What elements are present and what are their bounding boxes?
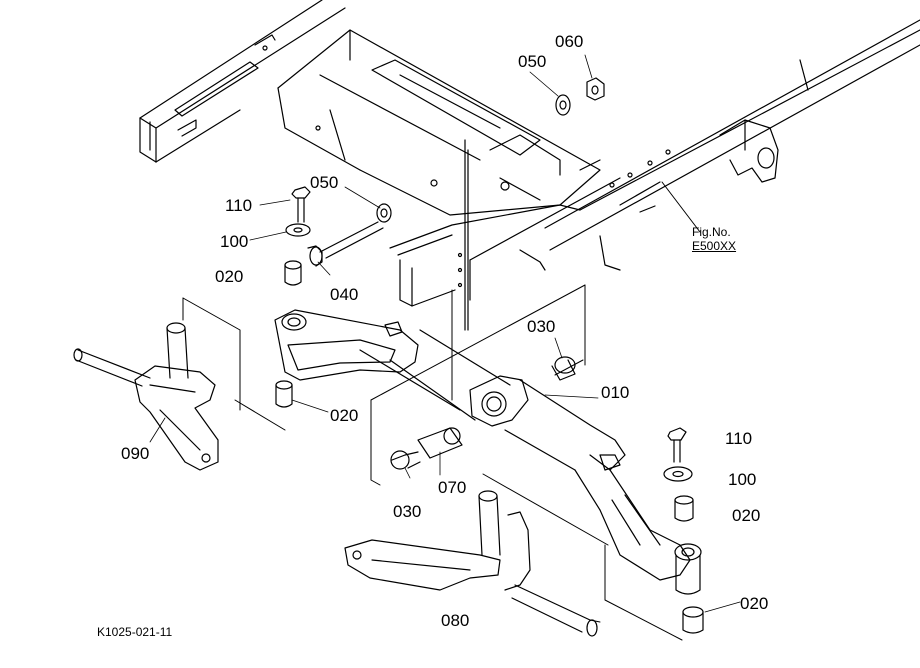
label-020-lower-left: 020 [330, 406, 359, 425]
callout-frames [183, 285, 682, 640]
label-010: 010 [601, 383, 630, 402]
fig-reference-label: Fig.No. [692, 225, 731, 239]
label-070: 070 [438, 478, 467, 497]
left-frame-rail [140, 0, 345, 162]
label-080: 080 [441, 611, 470, 630]
label-100-right: 100 [728, 470, 757, 489]
label-020-upper-left: 020 [215, 267, 244, 286]
label-060: 060 [555, 32, 584, 51]
label-030-lower: 030 [393, 502, 422, 521]
left-steering-knuckle [74, 323, 218, 470]
label-050-top: 050 [518, 52, 547, 71]
label-090: 090 [121, 444, 150, 463]
label-110-left: 110 [225, 196, 253, 215]
label-110-right: 110 [725, 429, 753, 448]
label-030-upper: 030 [527, 317, 556, 336]
label-100-left: 100 [220, 232, 249, 251]
center-bracket [278, 30, 600, 330]
label-020-right-upper: 020 [732, 506, 761, 525]
right-steering-knuckle [345, 491, 597, 636]
drawing-code: K1025-021-11 [97, 625, 173, 639]
leader-lines [150, 55, 740, 612]
fig-reference: Fig.No. E500XX [692, 225, 736, 254]
fig-reference-number: E500XX [692, 239, 737, 254]
label-020-right-lower: 020 [740, 594, 769, 613]
label-040: 040 [330, 285, 359, 304]
kingpin-bolt-washer-left [276, 187, 310, 407]
axle-bushings [391, 357, 575, 469]
label-050-mid: 050 [310, 173, 339, 192]
kingpin-bolt-washer-right [664, 428, 703, 633]
pivot-bolt-assembly [308, 78, 604, 266]
front-axle-beam [275, 310, 701, 594]
right-frame-rail [470, 20, 920, 270]
